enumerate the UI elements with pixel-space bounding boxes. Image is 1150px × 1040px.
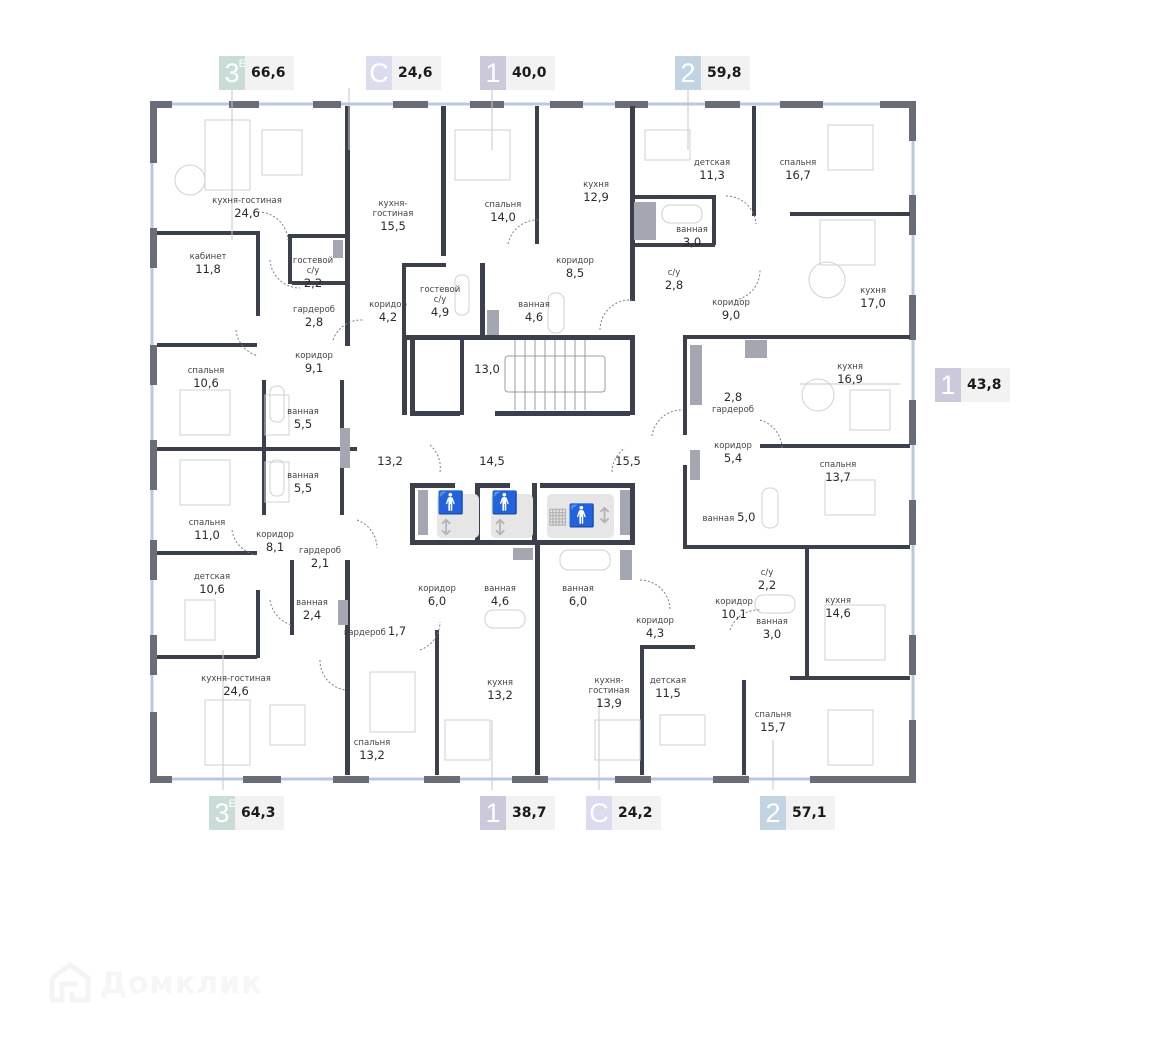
apartment-type-label: 1 — [935, 368, 961, 402]
apartment-type-label: 2 — [760, 796, 786, 830]
apartment-badge-1-40-0[interactable]: 1 40,0 — [480, 56, 555, 90]
apartment-area: 57,1 — [786, 796, 835, 830]
apartment-badge-1-38-7[interactable]: 1 38,7 — [480, 796, 555, 830]
apartment-area: 43,8 — [961, 368, 1010, 402]
passenger-lift-icon: 🚹↕ — [437, 491, 479, 541]
apartment-type-label: 2 — [675, 56, 701, 90]
apartment-area: 40,0 — [506, 56, 555, 90]
apartment-area: 24,2 — [612, 796, 661, 830]
lobby-area: 14,5 — [479, 454, 505, 468]
domclick-house-icon — [49, 962, 91, 1003]
apartment-badge-2-57-1[interactable]: 2 57,1 — [760, 796, 835, 830]
apartment-badge-studio-24-6[interactable]: С 24,6 — [366, 56, 441, 90]
apartment-type-label: 1 — [480, 796, 506, 830]
passenger-lift-icon: 🚹↕ — [491, 491, 533, 541]
watermark: Домклик — [48, 962, 263, 1004]
apartment-area: 59,8 — [701, 56, 750, 90]
apartment-badge-2-59-8[interactable]: 2 59,8 — [675, 56, 750, 90]
stair-area: 13,0 — [474, 362, 500, 376]
apartment-type-label: С — [366, 56, 392, 90]
freight-lift-icon: ▦🚹↕ — [547, 494, 614, 538]
apartment-area: 66,6 — [245, 56, 294, 90]
apartment-badge-studio-24-2[interactable]: С 24,2 — [586, 796, 661, 830]
apartment-area: 24,6 — [392, 56, 441, 90]
apartment-type-label: 1 — [480, 56, 506, 90]
watermark-text: Домклик — [100, 965, 263, 1001]
hall-right-area: 15,5 — [615, 454, 641, 468]
apartment-area: 38,7 — [506, 796, 555, 830]
apartment-type-label: С — [586, 796, 612, 830]
apartment-area: 64,3 — [235, 796, 284, 830]
hall-left-area: 13,2 — [377, 454, 403, 468]
apartment-badge-1-43-8[interactable]: 1 43,8 — [935, 368, 1010, 402]
